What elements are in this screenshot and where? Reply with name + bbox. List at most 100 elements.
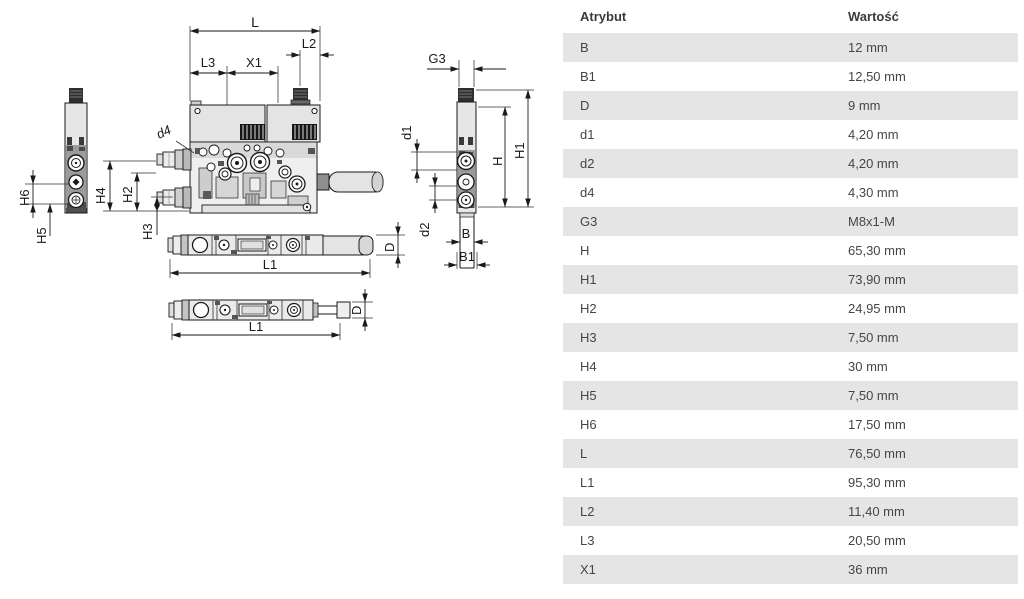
- cell-attribute: L3: [580, 533, 595, 548]
- dim-label-l: L: [251, 14, 259, 30]
- table-row: G3 M8x1-M: [563, 207, 1018, 236]
- vent-slot: [240, 124, 265, 140]
- cell-value: 73,90 mm: [848, 272, 906, 287]
- cell-attribute: L: [580, 446, 588, 461]
- cell-attribute: H5: [580, 388, 597, 403]
- push-in-fitting: [156, 186, 192, 209]
- dim-H5: H5: [34, 203, 53, 244]
- dim-label-l2: L2: [302, 36, 316, 51]
- cell-value: 7,50 mm: [848, 388, 899, 403]
- cell-attribute: G3: [580, 214, 598, 229]
- table-row: L3 20,50 mm: [563, 526, 1018, 555]
- cell-attribute: H6: [580, 417, 597, 432]
- dim-label-h5: H5: [34, 227, 49, 244]
- dim-label-h6: H6: [17, 189, 32, 206]
- cell-value: 12 mm: [848, 40, 888, 55]
- table-row: H2 24,95 mm: [563, 294, 1018, 323]
- dim-D-top: D: [376, 222, 405, 268]
- dim-H6: H6: [17, 170, 70, 218]
- dim-label-g3: G3: [428, 51, 445, 66]
- dim-label-d-top: D: [382, 243, 397, 252]
- dim-D-bottom: D: [349, 289, 373, 331]
- cell-value: 36 mm: [848, 562, 888, 577]
- cell-attribute: d2: [580, 156, 595, 171]
- table-row: H 65,30 mm: [563, 236, 1018, 265]
- dim-label-d4: d4: [154, 122, 173, 142]
- column-header-value: Wartość: [848, 9, 899, 24]
- dim-label-l3: L3: [201, 55, 215, 70]
- table-row: H3 7,50 mm: [563, 323, 1018, 352]
- cell-value: 30 mm: [848, 359, 888, 374]
- table-row: X1 36 mm: [563, 555, 1018, 584]
- table-row: H1 73,90 mm: [563, 265, 1018, 294]
- dim-label-d2: d2: [417, 223, 432, 237]
- cell-value: 4,20 mm: [848, 127, 899, 142]
- table-row: L1 95,30 mm: [563, 468, 1018, 497]
- dim-label-x1: X1: [246, 55, 262, 70]
- cell-value: 17,50 mm: [848, 417, 906, 432]
- dimension-diagram: H6 H5 L L2 L3 X1: [17, 14, 534, 340]
- cell-attribute: H2: [580, 301, 597, 316]
- view-top: [167, 234, 374, 256]
- dim-label-h3: H3: [140, 223, 155, 240]
- dim-L1-top: L1: [169, 257, 371, 278]
- technical-drawing: H6 H5 L L2 L3 X1: [17, 14, 534, 340]
- cell-value: 65,30 mm: [848, 243, 906, 258]
- dim-label-h2: H2: [120, 186, 135, 203]
- table-row: H6 17,50 mm: [563, 410, 1018, 439]
- dim-label-l1-top: L1: [263, 257, 277, 272]
- dim-label-b1: B1: [459, 249, 475, 264]
- cell-attribute: H3: [580, 330, 597, 345]
- cell-attribute: H1: [580, 272, 597, 287]
- dim-label-h4: H4: [93, 187, 108, 204]
- vent-slot: [292, 124, 317, 140]
- dim-d1: d1: [399, 126, 457, 183]
- view-front: L L2 L3 X1: [154, 14, 384, 214]
- cell-value: 24,95 mm: [848, 301, 906, 316]
- cell-attribute: d1: [580, 127, 595, 142]
- cell-attribute: D: [580, 98, 590, 113]
- view-left-side: [64, 88, 88, 214]
- table-row: L2 11,40 mm: [563, 497, 1018, 526]
- cell-attribute: H: [580, 243, 590, 258]
- cell-attribute: L1: [580, 475, 595, 490]
- cell-value: 4,30 mm: [848, 185, 899, 200]
- cell-attribute: X1: [580, 562, 596, 577]
- dim-d2: d2: [417, 173, 457, 237]
- cell-value: 95,30 mm: [848, 475, 906, 490]
- dim-H-H1: H H1: [476, 89, 534, 208]
- dim-label-d-bottom: D: [349, 306, 364, 315]
- dim-label-h: H: [490, 157, 505, 166]
- cell-value: 20,50 mm: [848, 533, 906, 548]
- dim-label-d1: d1: [399, 126, 414, 140]
- view-right-side: [456, 88, 477, 269]
- cell-value: 7,50 mm: [848, 330, 899, 345]
- silencer: [316, 171, 384, 193]
- dim-label-b: B: [462, 226, 471, 241]
- table-row: H5 7,50 mm: [563, 381, 1018, 410]
- dim-H4-H2-H3: H4 H2 H3: [93, 160, 189, 240]
- cell-value: 11,40 mm: [848, 504, 905, 519]
- cell-attribute: H4: [580, 359, 597, 374]
- dim-G3: G3: [427, 51, 506, 87]
- cell-attribute: B1: [580, 69, 596, 84]
- cell-attribute: L2: [580, 504, 595, 519]
- table-row: L 76,50 mm: [563, 439, 1018, 468]
- table-row: d1 4,20 mm: [563, 120, 1018, 149]
- table-row: H4 30 mm: [563, 352, 1018, 381]
- dim-L1-bottom: L1: [171, 319, 341, 340]
- dim-label-l1-bottom: L1: [249, 319, 263, 334]
- table-row: d2 4,20 mm: [563, 149, 1018, 178]
- cell-value: M8x1-M: [848, 214, 895, 229]
- cell-value: 4,20 mm: [848, 156, 899, 171]
- view-bottom: [168, 299, 351, 321]
- dim-B-B1: B B1: [444, 226, 490, 269]
- m8-connector: [290, 88, 311, 105]
- cell-value: 76,50 mm: [848, 446, 906, 461]
- push-in-fitting: [156, 148, 192, 171]
